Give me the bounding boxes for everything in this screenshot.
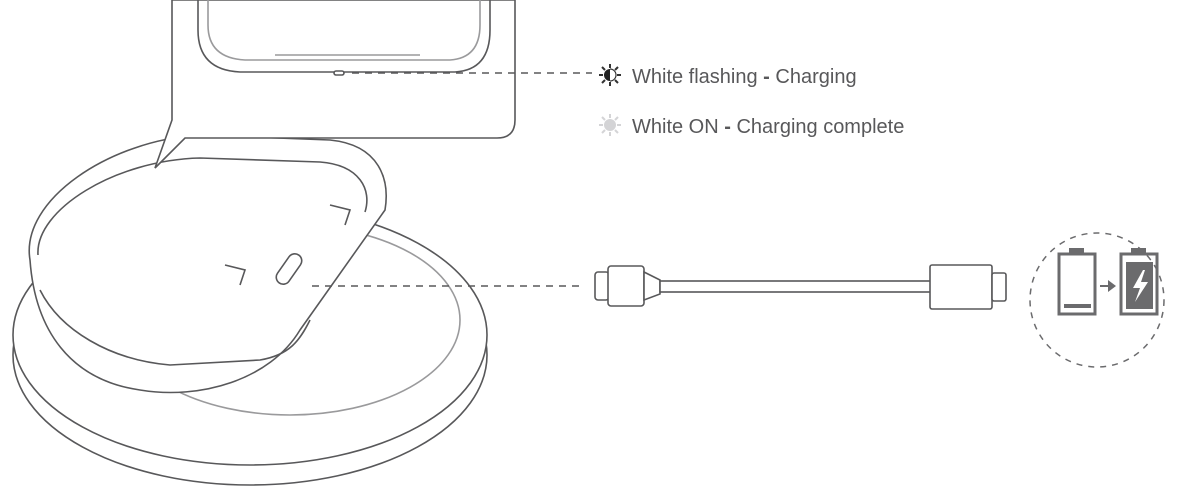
flashing-light-icon (599, 64, 621, 86)
led-indicator (333, 70, 345, 76)
legend-complete: White ON - Charging complete (598, 113, 904, 139)
case-led-callout (154, 0, 516, 169)
earbud-case (28, 134, 387, 394)
battery-charging-icon (1029, 232, 1165, 368)
legend-charging: White flashing - Charging (598, 63, 857, 89)
steady-light-icon (599, 114, 621, 136)
usb-c-cable (594, 264, 1007, 310)
